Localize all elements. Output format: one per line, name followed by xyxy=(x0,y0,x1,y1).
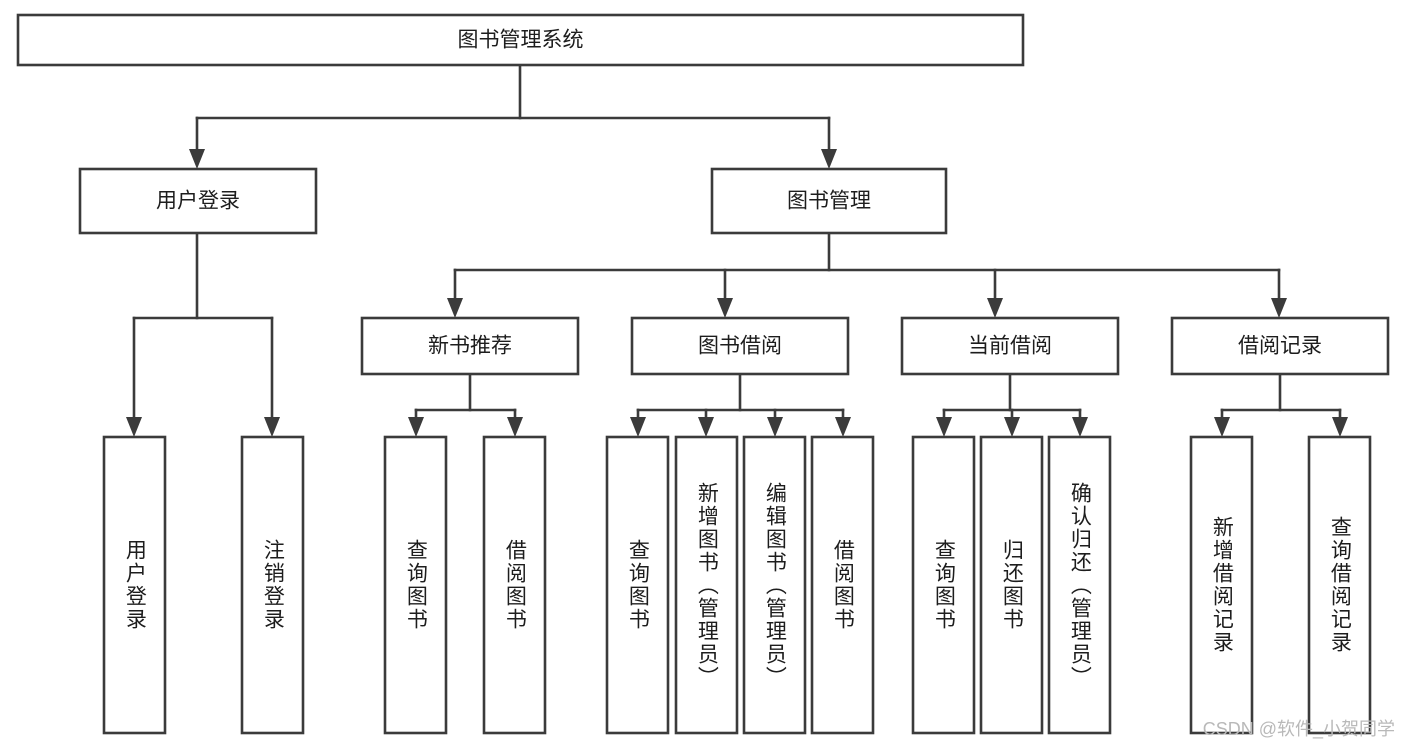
node-leaf-10[interactable] xyxy=(1047,435,1112,735)
node-leaf-1[interactable] xyxy=(240,435,305,735)
node-level3-2[interactable] xyxy=(900,316,1120,376)
node-root[interactable] xyxy=(16,13,1025,67)
node-leaf-7[interactable] xyxy=(810,435,875,735)
arrow-head-icon xyxy=(835,417,851,437)
arrow-head-icon xyxy=(447,298,463,318)
node-level3-0[interactable] xyxy=(360,316,580,376)
node-leaf-3[interactable] xyxy=(482,435,547,735)
arrow-head-icon xyxy=(1214,417,1230,437)
arrow-head-icon xyxy=(1004,417,1020,437)
node-level2-label-0: 用户登录 xyxy=(156,190,240,213)
arrow-head-icon xyxy=(767,417,783,437)
node-level3-3[interactable] xyxy=(1170,316,1390,376)
node-leaf-0[interactable] xyxy=(102,435,167,735)
node-level3-1[interactable] xyxy=(630,316,850,376)
arrow-head-icon xyxy=(821,149,837,169)
node-leaf-4[interactable] xyxy=(605,435,670,735)
node-level3-label-0: 新书推荐 xyxy=(428,335,512,358)
node-leaf-11[interactable] xyxy=(1189,435,1254,735)
arrow-head-icon xyxy=(189,149,205,169)
arrow-head-icon xyxy=(1072,417,1088,437)
node-leaf-5[interactable] xyxy=(674,435,739,735)
node-leaf-6[interactable] xyxy=(742,435,807,735)
node-level3-label-3: 借阅记录 xyxy=(1238,335,1322,358)
arrow-head-icon xyxy=(630,417,646,437)
node-level3-label-1: 图书借阅 xyxy=(698,335,782,358)
arrow-head-icon xyxy=(1271,298,1287,318)
arrow-head-icon xyxy=(987,298,1003,318)
arrow-head-icon xyxy=(936,417,952,437)
watermark-text: CSDN @软件_小贺同学 xyxy=(1202,719,1395,739)
node-level3-label-2: 当前借阅 xyxy=(968,335,1052,358)
connector-layer xyxy=(126,63,1348,437)
node-root-label: 图书管理系统 xyxy=(458,29,584,52)
node-level2-label-1: 图书管理 xyxy=(787,190,871,213)
node-leaf-12[interactable] xyxy=(1307,435,1372,735)
node-leaf-2[interactable] xyxy=(383,435,448,735)
node-leaf-9[interactable] xyxy=(979,435,1044,735)
arrow-head-icon xyxy=(126,417,142,437)
arrow-head-icon xyxy=(507,417,523,437)
arrow-head-icon xyxy=(698,417,714,437)
node-level2-0[interactable] xyxy=(78,167,318,235)
arrow-head-icon xyxy=(717,298,733,318)
arrow-head-icon xyxy=(408,417,424,437)
arrow-head-icon xyxy=(1332,417,1348,437)
node-level2-1[interactable] xyxy=(710,167,948,235)
node-leaf-8[interactable] xyxy=(911,435,976,735)
arrow-head-icon xyxy=(264,417,280,437)
